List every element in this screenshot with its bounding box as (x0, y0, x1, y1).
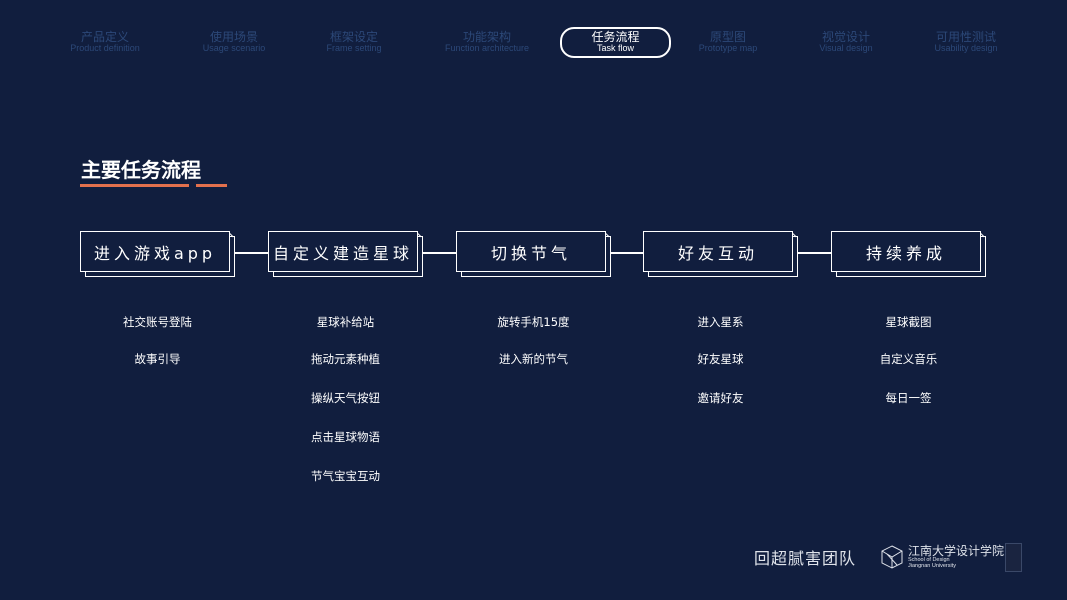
seal-logo (1005, 543, 1022, 572)
nav-tab-label-en: Usage scenario (202, 43, 266, 54)
nav-tab-label-en: Prototype map (698, 43, 758, 54)
nav-tab-label: 产品定义 (80, 30, 129, 45)
flow-step-label: 自定义建造星球 (268, 231, 418, 272)
nav-tab-label: 可用性测试 (935, 30, 996, 45)
title-underline-short (196, 184, 227, 187)
flow-substep: 每日一签 (885, 391, 932, 405)
section-title: 主要任务流程 (81, 158, 201, 182)
school-name: 江南大学设计学院 (908, 544, 1005, 558)
flow-step-label: 切换节气 (456, 231, 606, 272)
flow-substep: 操纵天气按钮 (311, 391, 380, 405)
flow-step: 持续养成 (831, 231, 986, 277)
flow-step-label: 持续养成 (831, 231, 981, 272)
nav-tab-label-en: Visual design (819, 43, 873, 54)
school-emblem-icon (881, 545, 903, 569)
flow-substep: 旋转手机15度 (497, 315, 570, 329)
flow-step-label: 进入游戏app (80, 231, 230, 272)
nav-tab-label: 原型图 (709, 30, 746, 45)
flow-step-label: 好友互动 (643, 231, 793, 272)
flow-substep: 星球补给站 (316, 315, 375, 329)
nav-tab-label: 功能架构 (462, 30, 511, 45)
flow-substep: 故事引导 (134, 352, 181, 366)
flow-connector (423, 252, 456, 254)
school-logo: 江南大学设计学院 School of Design Jiangnan Unive… (880, 545, 1004, 569)
flow-substep: 点击星球物语 (311, 430, 380, 444)
flow-substep: 邀请好友 (697, 391, 744, 405)
flow-substep: 节气宝宝互动 (311, 469, 380, 483)
school-name-en: School of Design (908, 557, 950, 563)
flow-substep: 进入新的节气 (499, 352, 568, 366)
nav-tab-label-en: Product definition (70, 43, 140, 54)
nav-tab-label: 视觉设计 (821, 30, 870, 45)
flow-substep: 好友星球 (697, 352, 744, 366)
nav-tab-label-en: Function architecture (444, 43, 530, 54)
title-underline (80, 184, 189, 187)
nav-tab-label-en: Task flow (596, 43, 634, 54)
team-logo: 回超腻害团队 (754, 549, 857, 568)
flow-step: 切换节气 (456, 231, 611, 277)
nav-tab-label: 框架设定 (329, 30, 378, 45)
flow-connector (611, 252, 643, 254)
nav-tab-label: 使用场景 (209, 30, 258, 45)
flow-connector (798, 252, 831, 254)
flow-substep: 自定义音乐 (879, 352, 938, 366)
flow-step: 好友互动 (643, 231, 798, 277)
nav-tab-label-en: Usability design (934, 43, 998, 54)
flow-substep: 星球截图 (885, 315, 932, 329)
flow-substep: 进入星系 (697, 315, 744, 329)
flow-substep: 社交账号登陆 (123, 315, 192, 329)
flow-substep: 拖动元素种植 (311, 352, 380, 366)
university-name-en: Jiangnan University (908, 563, 956, 570)
flow-step: 自定义建造星球 (268, 231, 423, 277)
flow-connector (235, 252, 268, 254)
nav-tab-label-en: Frame setting (326, 43, 382, 54)
flow-step: 进入游戏app (80, 231, 235, 277)
nav-tab-label: 任务流程 (591, 30, 640, 45)
